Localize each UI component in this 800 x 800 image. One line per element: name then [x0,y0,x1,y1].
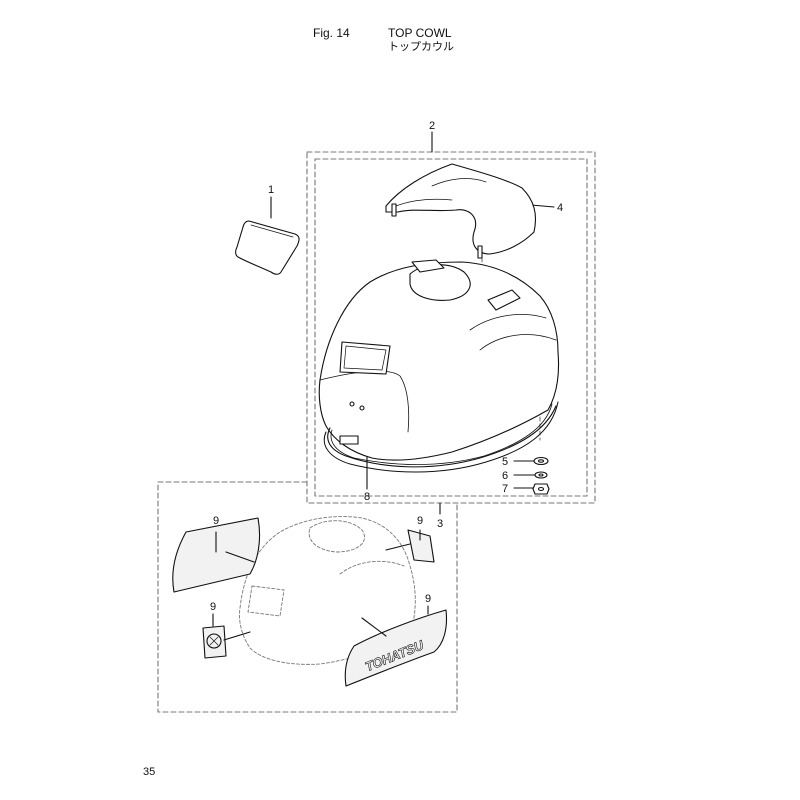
callout-1: 1 [268,184,274,196]
leader-line [530,204,555,208]
figure-subtitle-japanese: トップカウル [388,40,454,53]
callout-9-brand-decal: 9 [425,593,431,605]
leader-line [225,551,255,563]
page-number: 35 [143,766,156,778]
callout-9-rear-decal: 9 [417,515,423,527]
part-1-pad [235,220,300,275]
leader-line [361,617,387,637]
part-4-handle-cover [385,163,537,259]
callout-9-emblem: 9 [210,601,216,613]
assembly-2-inner-boundary [314,158,588,497]
callout-2: 2 [429,120,435,132]
part-8-seal [323,401,559,473]
decal-side-left [172,517,261,593]
leader-line [223,631,251,641]
callout-5: 5 [502,456,508,468]
decal-brand-side [344,609,448,687]
callout-8: 8 [364,491,370,503]
callout-7: 7 [502,483,508,495]
callout-3: 3 [437,518,443,530]
figure-number: Fig. 14 [313,26,350,40]
part-7-nut [532,483,550,495]
decal-emblem [202,625,227,659]
assembly-3-boundary [157,481,458,713]
figure-title: TOP COWL [388,26,452,40]
leader-line [385,543,411,551]
decal-rear-small [407,529,435,563]
callout-4: 4 [557,202,563,214]
part-6-washer [534,471,548,479]
cowl-decal-view [239,516,416,665]
callout-9-left-decal: 9 [213,515,219,527]
part-5-washer [533,456,549,466]
callout-6: 6 [502,470,508,482]
assembly-2-boundary [306,151,596,504]
top-cowl [318,259,560,468]
